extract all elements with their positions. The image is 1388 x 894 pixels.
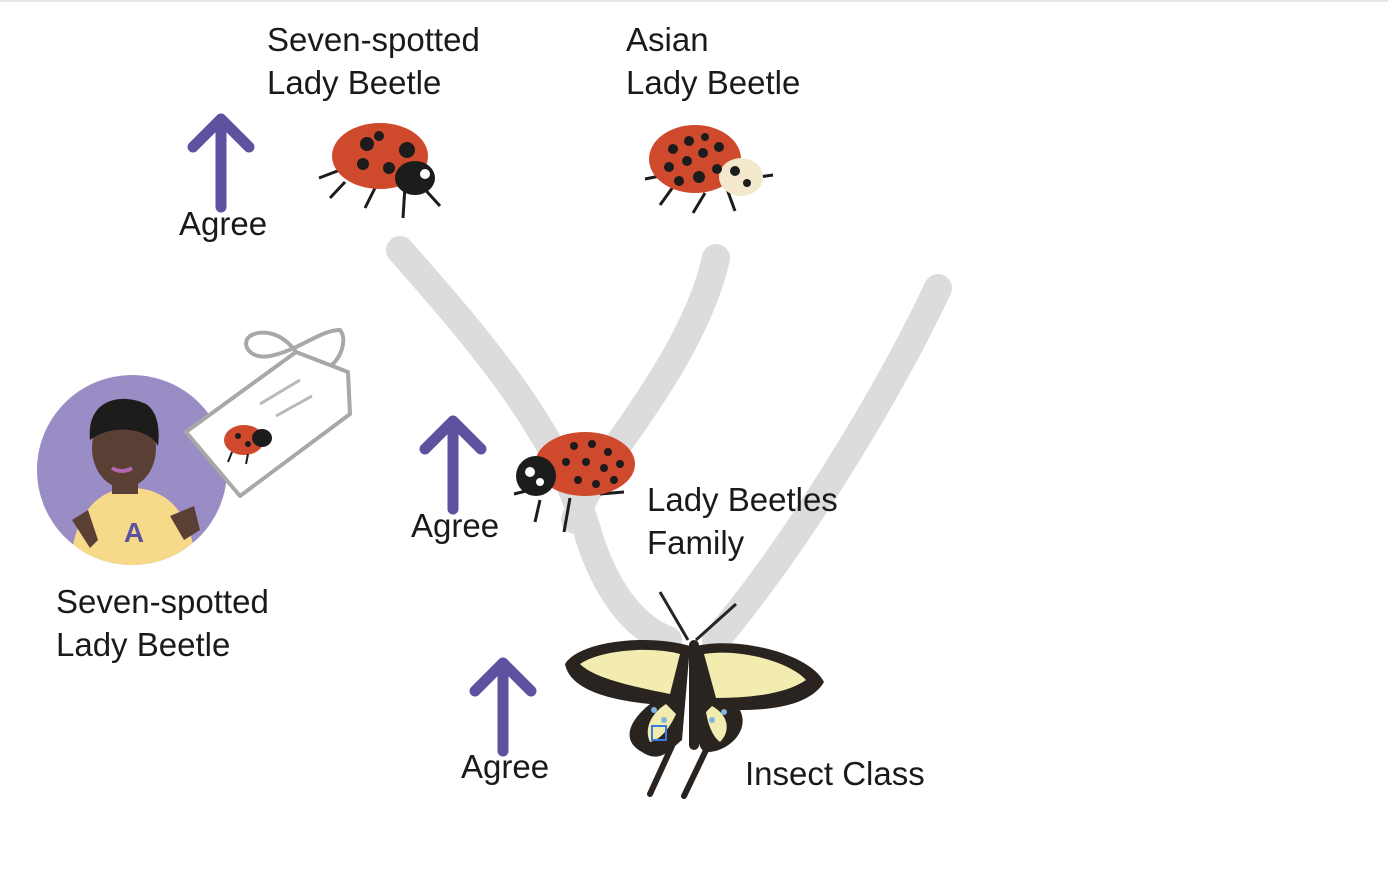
- label-line: Lady Beetle: [267, 64, 442, 101]
- ladybug-icon-asian: [644, 125, 774, 214]
- person-badge: A: [124, 517, 144, 548]
- branch-other: [702, 274, 952, 654]
- up-arrow-icon-top: [193, 119, 249, 207]
- ladybug-icon-family: [513, 432, 635, 533]
- label-line: Seven-spotted: [267, 21, 480, 58]
- label-line: Lady Beetle: [56, 626, 231, 663]
- label-line: Asian: [626, 21, 709, 58]
- label-line: Lady Beetle: [626, 64, 801, 101]
- up-arrow-icon-middle: [425, 421, 481, 509]
- branch-asian: [561, 244, 730, 534]
- label-insect-class: Insect Class: [745, 755, 925, 792]
- butterfly-icon: [565, 591, 824, 799]
- label-family: Lady Beetles Family: [647, 478, 838, 564]
- vote-agree-top: Agree: [179, 205, 268, 242]
- label-person-specimen: Seven-spotted Lady Beetle: [56, 580, 269, 666]
- label-line: Lady Beetles: [647, 481, 838, 518]
- up-arrow-icon-bottom: [475, 663, 531, 751]
- top-border: [0, 0, 1388, 2]
- vote-agree-middle: Agree: [411, 507, 500, 544]
- label-asian: Asian Lady Beetle: [626, 18, 800, 104]
- label-seven-spotted-top: Seven-spotted Lady Beetle: [267, 18, 480, 104]
- vote-agree-bottom: Agree: [461, 748, 550, 785]
- person-avatar-icon: A: [37, 375, 227, 565]
- label-line: Family: [647, 524, 745, 561]
- specimen-tag-icon: [184, 327, 352, 498]
- label-line: Seven-spotted: [56, 583, 269, 620]
- branch-tree: [386, 236, 952, 654]
- ladybug-icon-seven-spotted: [318, 123, 442, 219]
